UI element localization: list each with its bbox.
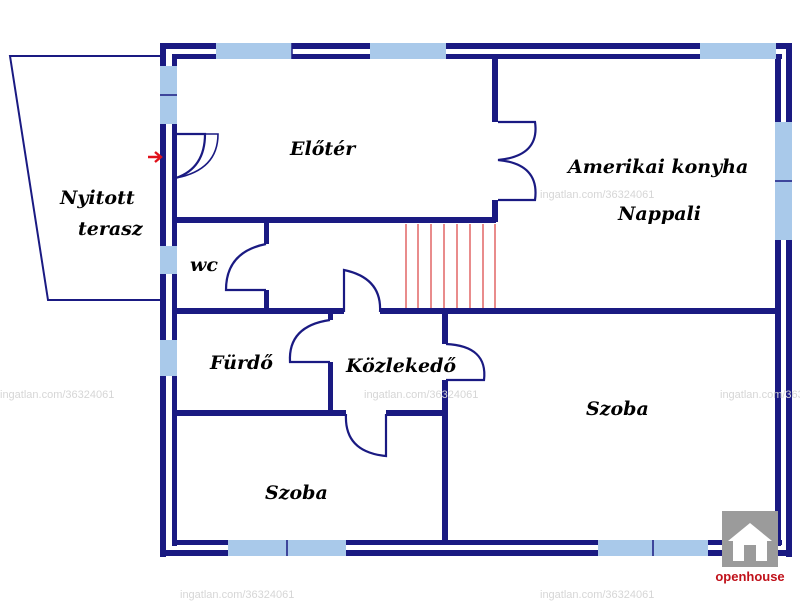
walls bbox=[160, 43, 792, 557]
room-label-furdo: Fürdő bbox=[210, 352, 273, 374]
house-icon bbox=[722, 511, 778, 567]
terrace-outline bbox=[8, 55, 163, 301]
entry-arrow-icon bbox=[148, 151, 163, 163]
entrance-door-swing bbox=[175, 132, 207, 180]
doors bbox=[175, 120, 537, 458]
room-right-door-swing bbox=[445, 342, 486, 382]
window-dividers bbox=[160, 43, 792, 556]
watermark: ingatlan.com/36324061 bbox=[364, 389, 479, 401]
windows bbox=[160, 43, 792, 556]
bathroom-door-swing bbox=[288, 318, 331, 364]
watermark: ingatlan.com/36324061 bbox=[180, 589, 295, 601]
openhouse-logo: openhouse bbox=[708, 509, 792, 591]
room-label-kozlekedo: Közlekedő bbox=[346, 355, 457, 377]
room-label-konyha: Amerikai konyha bbox=[568, 156, 749, 178]
watermark: ingatlan.com/36324061 bbox=[720, 389, 800, 401]
room-label-eloter: Előtér bbox=[290, 138, 356, 160]
room-bottom-door-swing bbox=[344, 413, 388, 458]
room-label-terasz-2: terasz bbox=[78, 218, 143, 240]
room-label-szoba-bottom: Szoba bbox=[265, 482, 328, 504]
kitchen-door-swing bbox=[497, 120, 537, 202]
room-label-szoba-right: Szoba bbox=[586, 398, 649, 420]
room-label-nappali: Nappali bbox=[618, 203, 701, 225]
watermark: ingatlan.com/36324061 bbox=[540, 589, 655, 601]
watermark: ingatlan.com/36324061 bbox=[0, 389, 115, 401]
watermark: ingatlan.com/36324061 bbox=[540, 189, 655, 201]
room-label-terasz-1: Nyitott bbox=[60, 187, 135, 209]
brand-name: openhouse bbox=[715, 569, 785, 584]
room-label-wc: wc bbox=[190, 254, 218, 276]
stairs bbox=[405, 224, 496, 308]
wc-door-swing bbox=[224, 242, 267, 292]
corridor-door-top bbox=[342, 268, 382, 313]
